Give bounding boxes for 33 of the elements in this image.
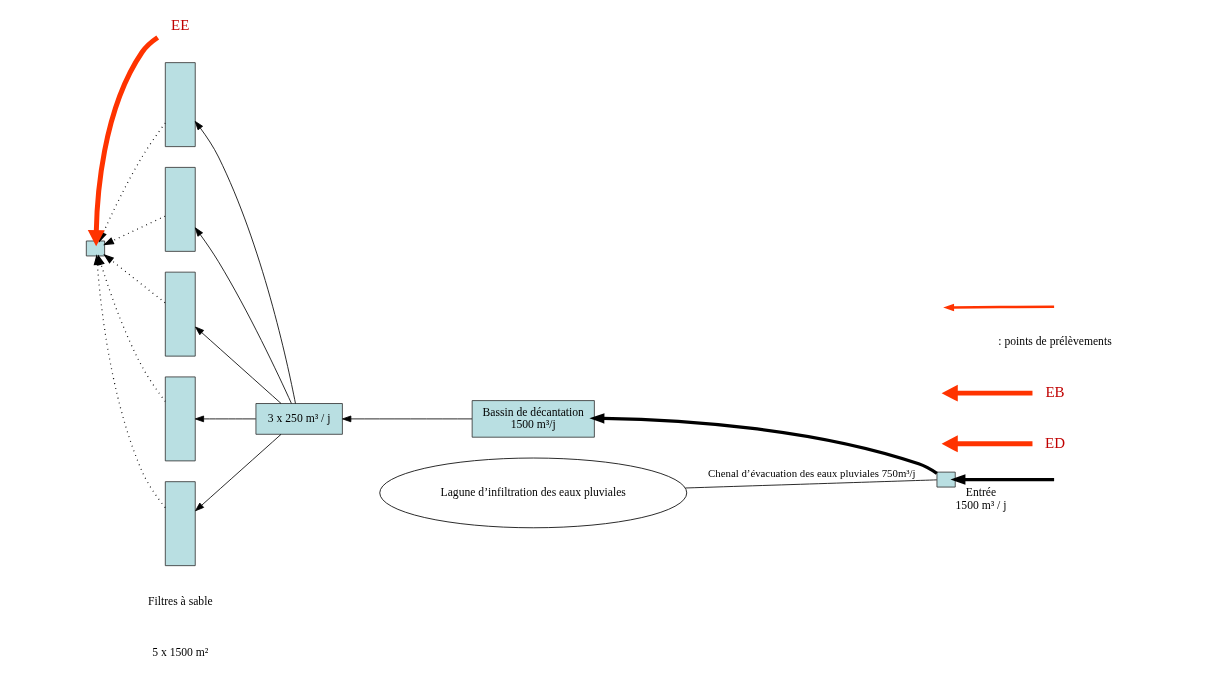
- connector: [685, 479, 938, 489]
- arrow: [941, 435, 1033, 453]
- node-text: EE: [171, 17, 190, 34]
- arrow: [950, 474, 1055, 485]
- arrow: [589, 413, 938, 475]
- arrow: [195, 433, 282, 512]
- arrow: [194, 415, 257, 423]
- node-text: ED: [1045, 434, 1065, 451]
- legend-label: : points de prélèvements: [998, 335, 1112, 349]
- edge-label: Chenal d’évacuation des eaux pluviales 750m³/j: [708, 467, 916, 480]
- node-box: [164, 481, 196, 567]
- node-text: EB: [1045, 383, 1065, 400]
- node-box: [164, 62, 196, 148]
- node-ellipse: Lagune d’infiltration des eaux pluviales: [379, 457, 688, 529]
- arrow: [103, 215, 166, 246]
- node-box: Bassin de décantation 1500 m³/j: [471, 400, 595, 438]
- node-box: [164, 271, 196, 357]
- node-label: Entrée: [965, 486, 997, 500]
- node-box: [85, 240, 106, 257]
- node-box: [164, 167, 196, 252]
- arrow: [103, 254, 166, 304]
- arrow: [194, 227, 292, 404]
- arrow: [342, 415, 473, 423]
- node-box: 3 x 250 m³ / j: [255, 403, 343, 435]
- arrow: [941, 384, 1033, 402]
- label: 5 x 1500 m²: [152, 645, 209, 659]
- node-box: [936, 471, 956, 488]
- arrow: [87, 35, 160, 247]
- node-box: [164, 376, 196, 462]
- arrow: [195, 326, 282, 404]
- label: Filtres à sable: [147, 594, 213, 608]
- node-label: 1500 m³ / j: [955, 498, 1007, 512]
- arrow: [194, 121, 296, 404]
